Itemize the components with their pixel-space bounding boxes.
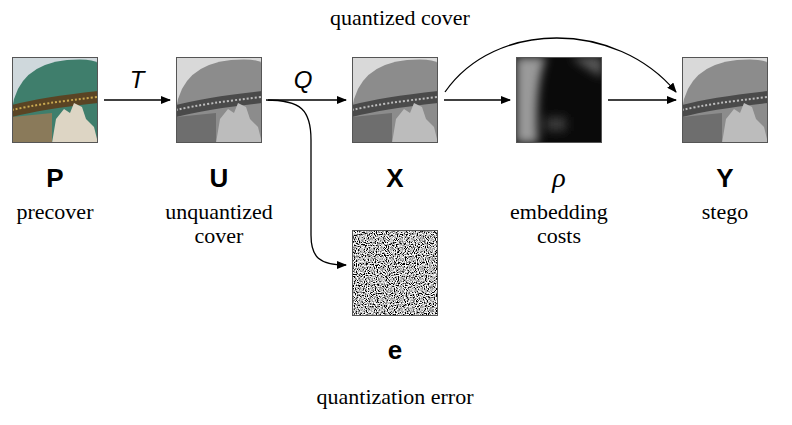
- image-node: X: [352, 57, 438, 192]
- edge-label: quantized cover: [327, 6, 473, 30]
- node-caption: quantization error: [315, 385, 476, 409]
- symbol-letter: X: [352, 164, 438, 192]
- arrow-connector: [445, 38, 676, 92]
- symbol-letter: e: [315, 336, 476, 364]
- arrow-connector: [266, 100, 346, 265]
- image-node: Uunquantized cover: [152, 57, 286, 248]
- quantized-image: [352, 57, 438, 143]
- node-caption: embedding costs: [494, 200, 624, 248]
- image-node: Pprecover: [12, 57, 98, 224]
- unquantized-image: [176, 57, 262, 143]
- arrow-connector: [608, 99, 676, 100]
- arrow-connector: [444, 99, 510, 100]
- image-node: ρ embedding costs: [492, 57, 626, 248]
- edge-label: T: [127, 67, 148, 93]
- image-node: e quantization error: [315, 230, 476, 409]
- image-node: Ystego: [682, 57, 768, 224]
- arrow-connector: [104, 99, 170, 100]
- edge-label: Q: [291, 67, 316, 93]
- node-caption: precover: [12, 200, 98, 224]
- node-caption: unquantized cover: [154, 200, 284, 248]
- noise-image: [352, 230, 438, 316]
- symbol-letter: ρ: [492, 164, 626, 192]
- stego-image: [682, 57, 768, 143]
- symbol-letter: Y: [682, 164, 768, 192]
- node-caption: stego: [682, 200, 768, 224]
- precover-image: [12, 57, 98, 143]
- cost-map-image: [516, 57, 602, 143]
- symbol-letter: P: [12, 164, 98, 192]
- symbol-letter: U: [152, 164, 286, 192]
